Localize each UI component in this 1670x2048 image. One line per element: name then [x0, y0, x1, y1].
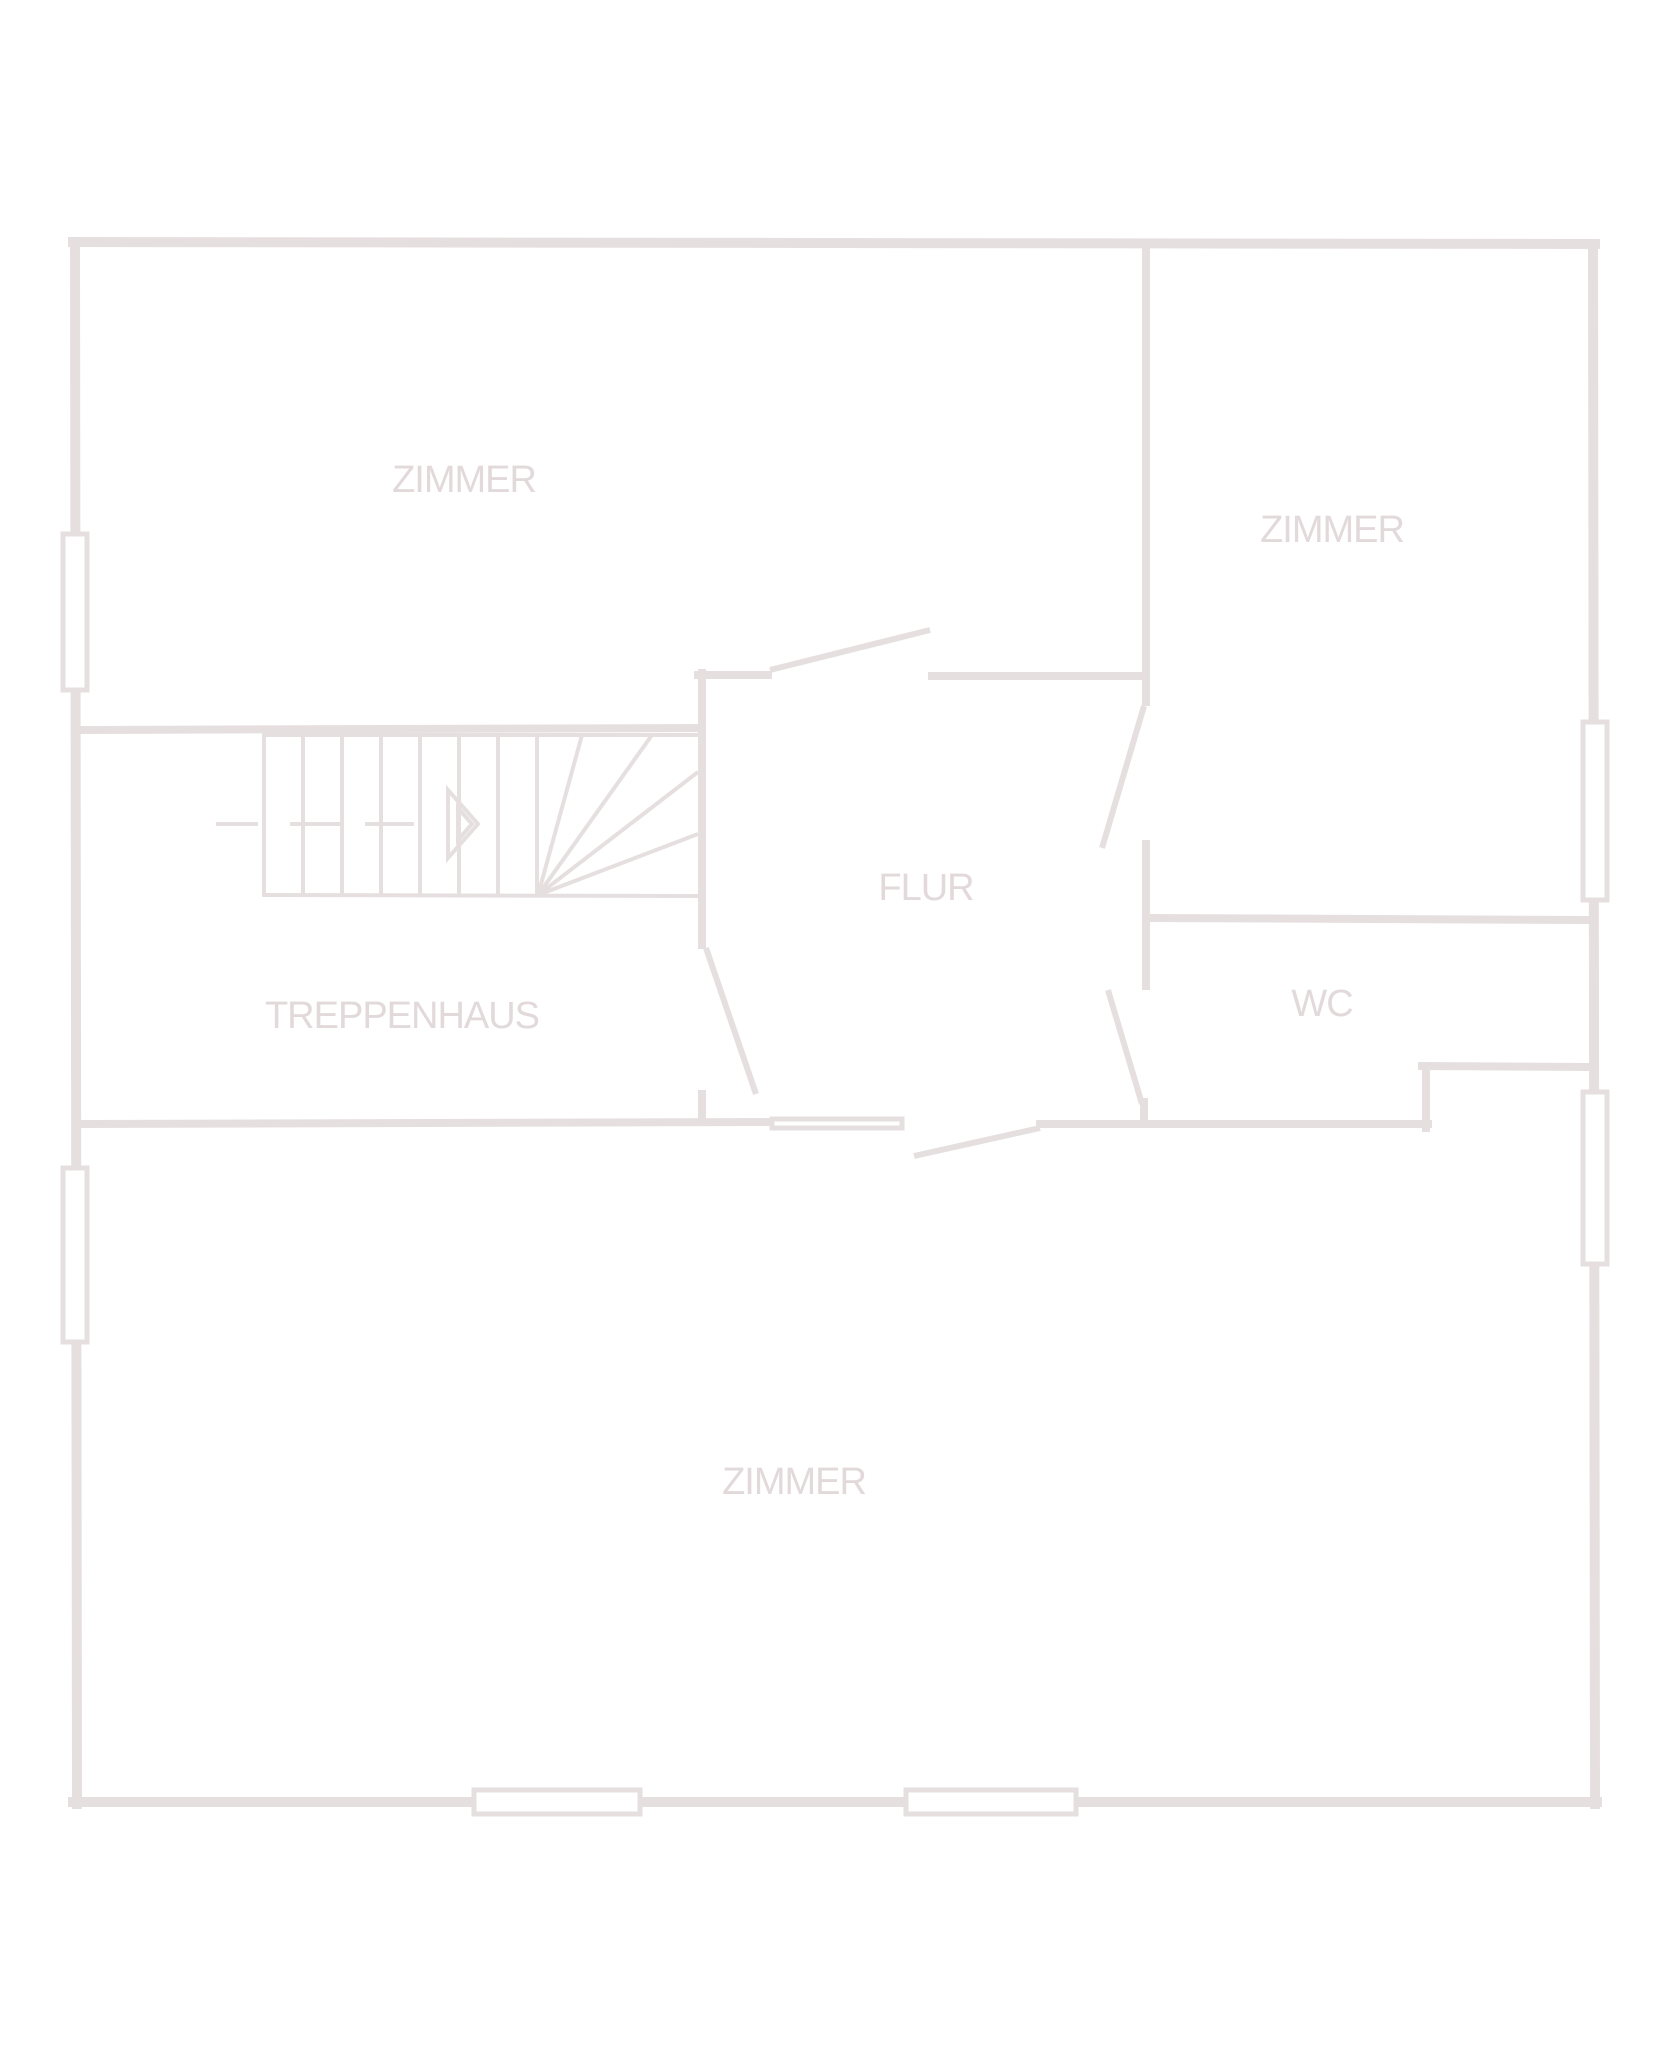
doors — [703, 627, 1147, 1159]
stair-winder-step — [536, 734, 584, 896]
window-right-upper — [1580, 719, 1610, 903]
window-bottom-right — [903, 1787, 1079, 1817]
door-swing-wc — [1105, 989, 1145, 1105]
outer-wall-right — [1587, 238, 1601, 1810]
stair-direction-arrow-inner-icon — [456, 802, 475, 846]
window-bottom-left — [471, 1787, 643, 1817]
room-labels: ZIMMER ZIMMER TREPPENHAUS FLUR WC ZIMMER — [265, 459, 1405, 1503]
staircase — [216, 733, 700, 898]
door-swing-zimmer-top-left — [769, 627, 931, 673]
wall-wc-step-h — [1417, 1061, 1595, 1072]
window-right-lower — [1580, 1089, 1610, 1267]
stair-winder-step — [536, 733, 654, 897]
door-swing-zimmer-bottom — [913, 1125, 1041, 1159]
wall-wc-top — [1145, 913, 1595, 925]
windows — [60, 531, 1610, 1817]
wall-middle-left — [74, 1117, 777, 1129]
room-label-zimmer-bottom: ZIMMER — [722, 1461, 866, 1503]
stair-direction-arrow-icon — [446, 784, 481, 864]
room-label-zimmer-top-right: ZIMMER — [1260, 509, 1404, 551]
room-label-flur: FLUR — [878, 867, 973, 909]
outer-wall-left — [69, 236, 83, 1810]
door-swing-treppenhaus — [703, 947, 759, 1095]
room-label-wc: WC — [1291, 983, 1352, 1025]
wall-stairwell-top — [74, 723, 703, 735]
door-swing-zimmer-top-right — [1099, 705, 1147, 849]
interior-walls — [74, 242, 1595, 1132]
stair-winder-step — [537, 832, 699, 897]
window-left-lower — [60, 1165, 90, 1345]
stair-winder-step — [536, 770, 700, 897]
sliding-door — [769, 1116, 905, 1131]
outer-walls — [67, 236, 1602, 1810]
stair-outline-bottom — [261, 893, 699, 898]
room-label-zimmer-top-left: ZIMMER — [392, 459, 536, 501]
outer-wall-top — [67, 236, 1601, 250]
room-label-treppenhaus: TREPPENHAUS — [265, 995, 539, 1037]
window-left-upper — [60, 531, 90, 693]
